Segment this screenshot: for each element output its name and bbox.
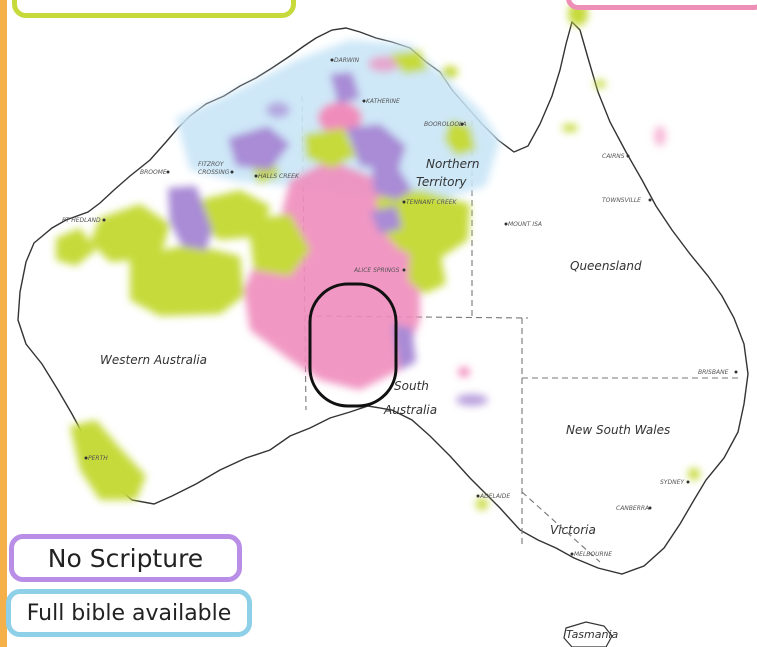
town-port-hedland: PT HEDLAND [62, 217, 101, 224]
legend-full-bible-label: Full bible available [26, 600, 232, 626]
town-brisbane: BRISBANE [698, 369, 729, 376]
town-cairns: CAIRNS [602, 153, 625, 160]
town-canberra: CANBERRA [616, 505, 649, 512]
town-fitzroy-2: CROSSING [198, 169, 230, 176]
legend-green-box [12, 0, 296, 18]
label-south-australia-2: Australia [383, 403, 437, 417]
region-labels: Western Australia Northern Territory Que… [100, 157, 670, 641]
town-katherine: KATHERINE [366, 98, 400, 105]
label-northern-territory-1: Northern [426, 157, 479, 171]
town-adelaide: ADELAIDE [479, 493, 510, 500]
legend-full-bible: Full bible available [6, 589, 252, 637]
town-sydney: SYDNEY [660, 479, 685, 486]
town-melbourne: MELBOURNE [574, 551, 612, 558]
legend-no-scripture-label: No Scripture [47, 543, 204, 573]
town-labels: DARWIN KATHERINE BOOROLOOLA BROOME FITZR… [62, 57, 729, 558]
label-western-australia: Western Australia [100, 353, 207, 367]
town-tennant-creek: TENNANT CREEK [406, 199, 458, 206]
town-mount-isa: MOUNT ISA [508, 221, 542, 228]
label-tasmania: Tasmania [566, 628, 619, 641]
town-alice-springs: ALICE SPRINGS [353, 267, 400, 274]
label-south-australia-1: South [394, 379, 429, 393]
town-halls-creek: HALLS CREEK [258, 173, 300, 180]
legend-no-scripture: No Scripture [9, 534, 242, 582]
town-townsville: TOWNSVILLE [602, 197, 641, 204]
tasmania-outline [563, 621, 613, 647]
town-broome: BROOME [140, 169, 167, 176]
label-northern-territory-2: Territory [416, 175, 467, 189]
label-new-south-wales: New South Wales [566, 423, 670, 437]
legend-pink-box [566, 0, 757, 10]
town-dots [84, 58, 738, 556]
label-queensland: Queensland [570, 259, 642, 273]
town-darwin: DARWIN [334, 57, 360, 64]
label-victoria: Victoria [550, 523, 596, 537]
coverage-blobs [56, 2, 700, 510]
left-accent-strip [0, 0, 7, 647]
town-fitzroy-1: FITZROY [198, 161, 225, 168]
town-perth: PERTH [88, 455, 108, 462]
town-borroloola: BOOROLOOLA [424, 121, 467, 128]
highlight-outline [308, 282, 398, 408]
